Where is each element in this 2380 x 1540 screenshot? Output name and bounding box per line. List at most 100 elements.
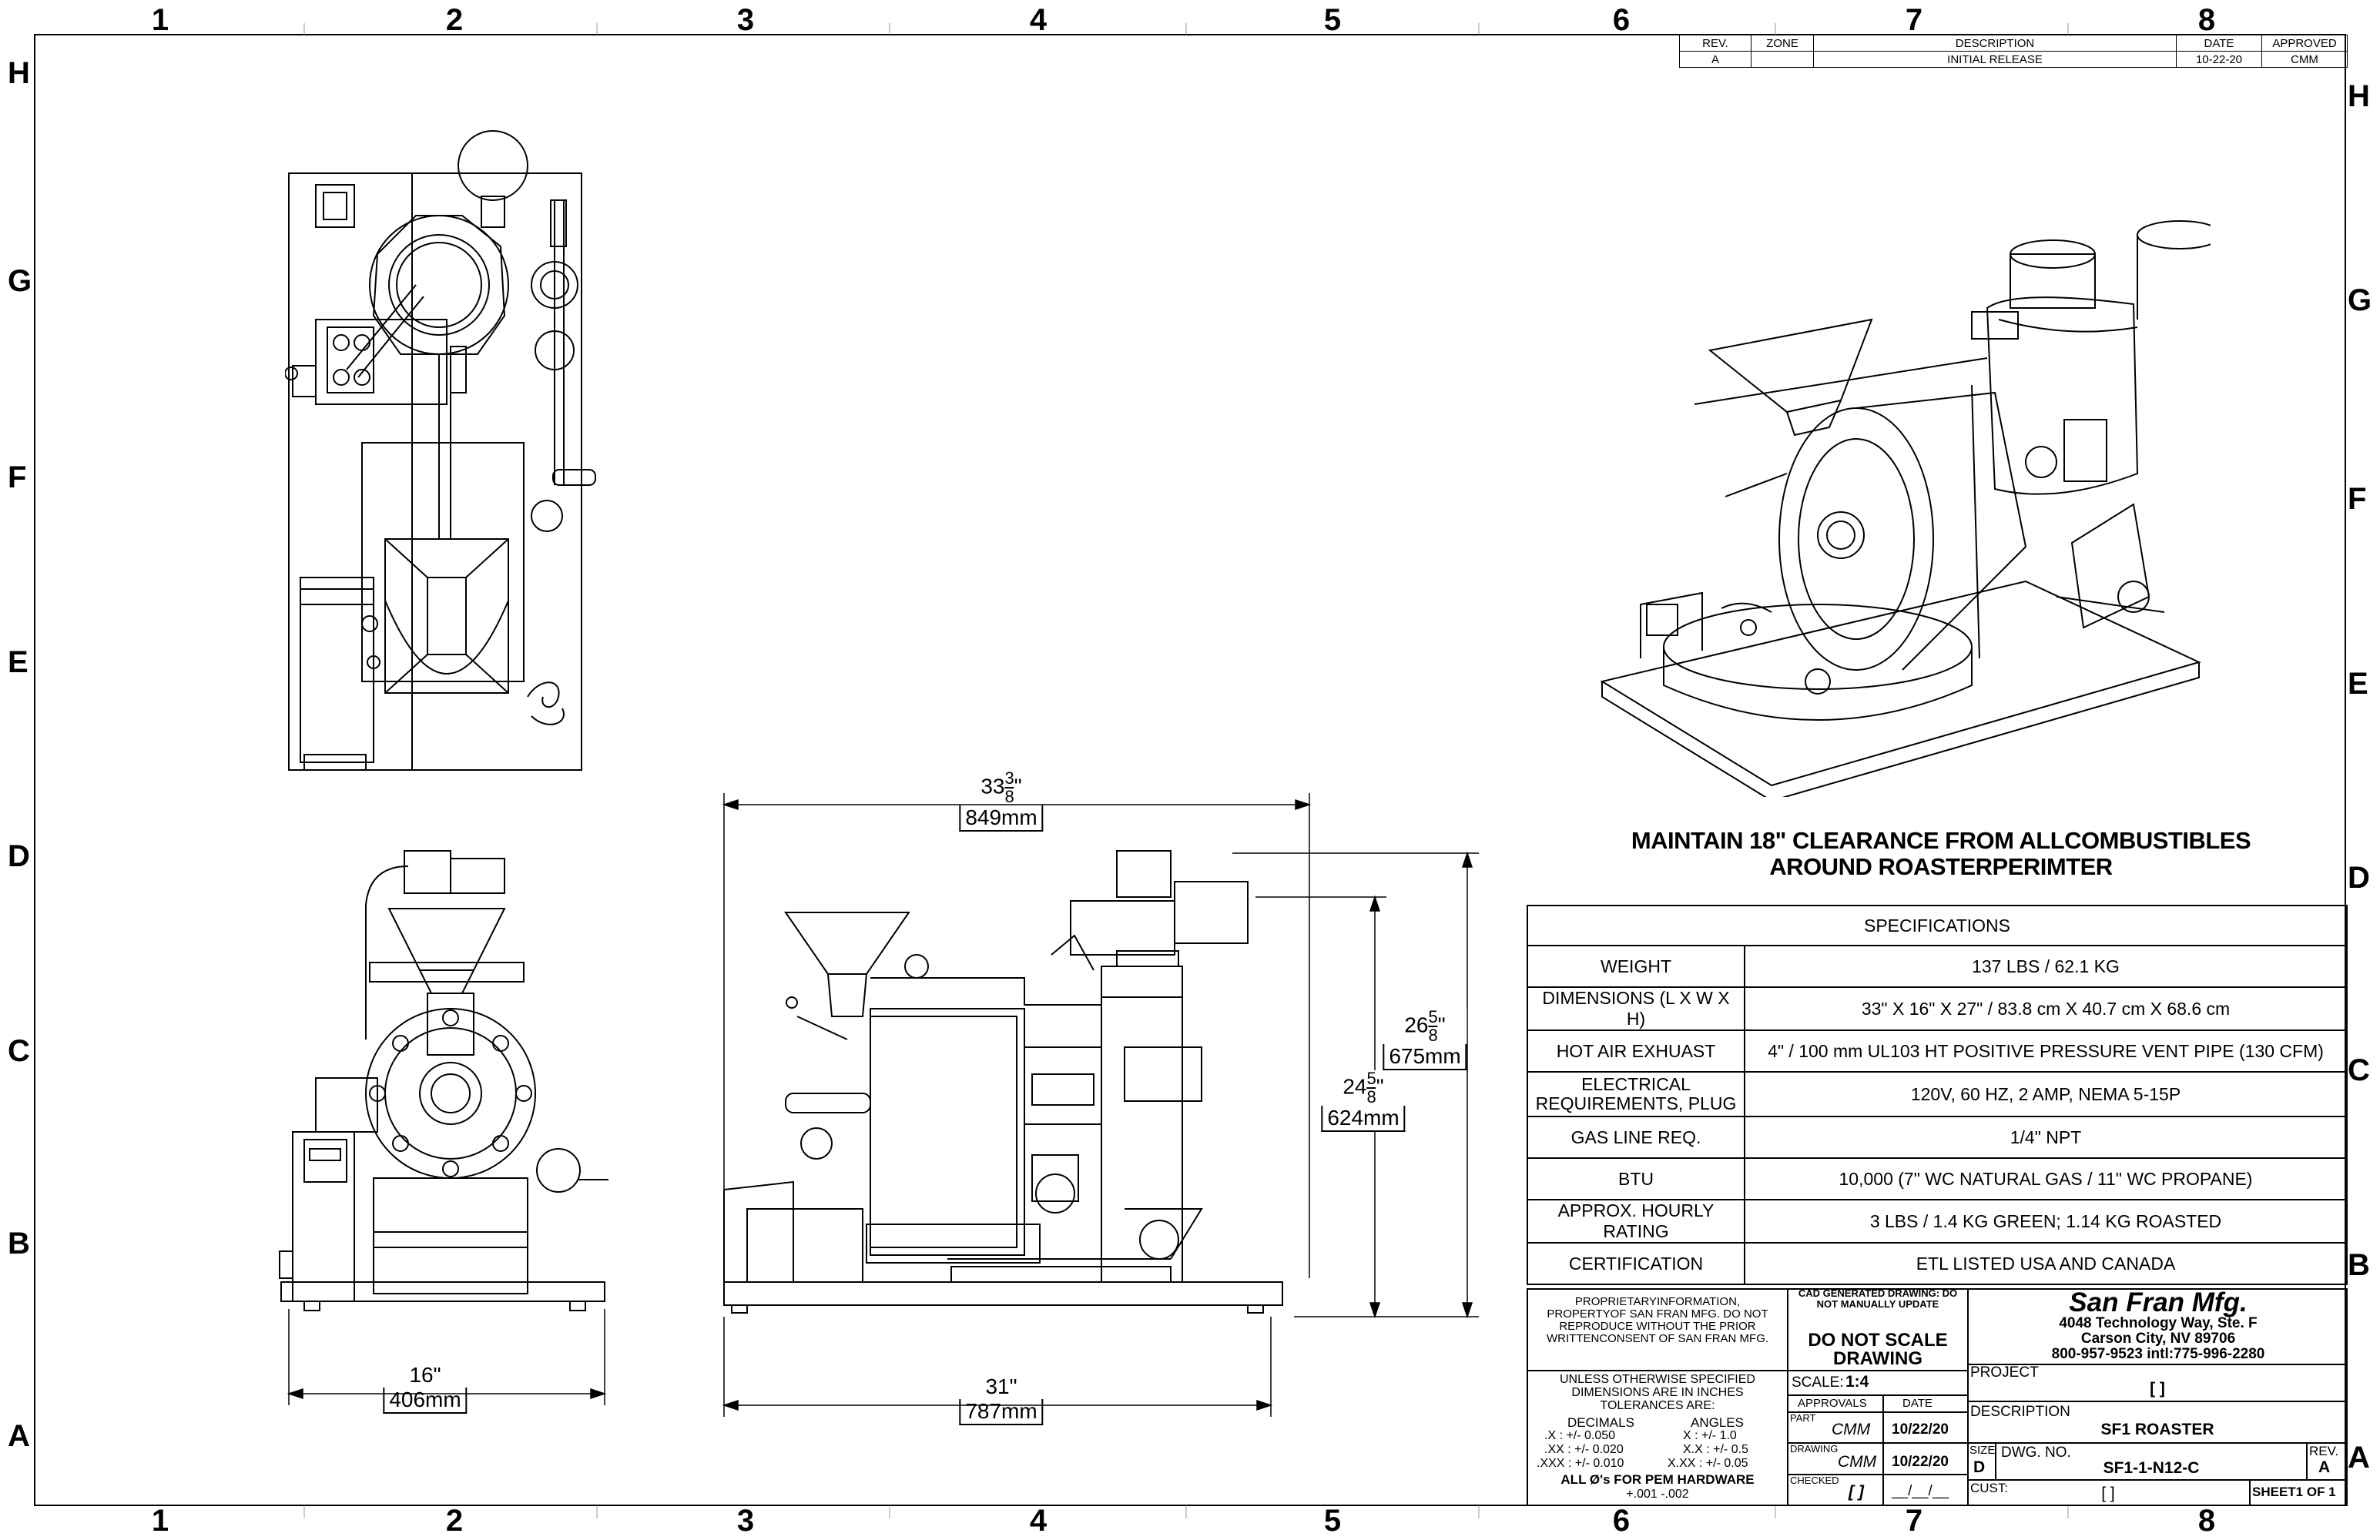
overall-length-mm: 849mm (959, 805, 1044, 832)
company-name: San Fran Mfg. (2069, 1287, 2248, 1317)
spec-value: 1/4" NPT (1744, 1116, 2348, 1159)
height-total-unit: " (1437, 1013, 1446, 1037)
spec-value: 3 LBS / 1.4 KG GREEN; 1.14 KG ROASTED (1744, 1199, 2348, 1244)
zone-row-h: H (8, 56, 30, 90)
width-mm: 406mm (383, 1388, 468, 1414)
zone-row-a: A (8, 1419, 30, 1453)
company-address1: 4048 Technology Way, Ste. F (2059, 1315, 2258, 1331)
decimals-label: DECIMALS (1567, 1415, 1634, 1430)
height-total-mm: 675mm (1383, 1044, 1467, 1070)
do-not-scale: DO NOT SCALE DRAWING (1808, 1330, 1948, 1369)
length-dimension: 31" 787mm (959, 1374, 1044, 1425)
spec-row: GAS LINE REQ.1/4" NPT (1527, 1116, 2348, 1159)
tolerance-angle-1: X : +/- 1.0 (1683, 1429, 1737, 1442)
tolerance-decimal-1: .X : +/- 0.050 (1544, 1429, 1616, 1442)
date-divider (1882, 1394, 1884, 1506)
width-dimension: 16" 406mm (383, 1363, 468, 1414)
spec-value: 10,000 (7" WC NATURAL GAS / 11" WC PROPA… (1744, 1157, 2348, 1200)
spec-label: CERTIFICATION (1527, 1242, 1745, 1285)
revision-date: 10-22-20 (2176, 51, 2262, 68)
zone-row-e: E (8, 645, 28, 679)
zone-col-6-bottom: 6 (1612, 1504, 1631, 1538)
project-value: [ ] (2150, 1380, 2165, 1398)
cad-note: CAD GENERATED DRAWING: DO NOT MANUALLY U… (1798, 1287, 1958, 1310)
zone-col-3: 3 (736, 3, 755, 37)
scale-label: SCALE: (1792, 1374, 1844, 1391)
zone-col-4-bottom: 4 (1029, 1504, 1048, 1538)
spec-label: GAS LINE REQ. (1527, 1116, 1745, 1159)
zone-row-g: G (8, 264, 32, 298)
spec-value: 120V, 60 HZ, 2 AMP, NEMA 5-15P (1744, 1071, 2348, 1117)
size-value: D (1973, 1458, 1986, 1476)
zone-col-1-bottom: 1 (151, 1504, 169, 1538)
part-label: PART (1790, 1412, 1816, 1424)
tolerance-decimal-2: .XX : +/- 0.020 (1544, 1443, 1624, 1456)
dwg-value: SF1-1-N12-C (2103, 1459, 2200, 1477)
description-label: DESCRIPTION (1970, 1404, 2070, 1420)
height-body-den: 8 (1366, 1087, 1376, 1106)
width-inches: 16" (409, 1363, 441, 1387)
revision-approved: CMM (2261, 51, 2348, 68)
part-date: 10/22/20 (1892, 1421, 1949, 1438)
spec-row: DIMENSIONS (L X W X H)33" X 16" X 27" / … (1527, 986, 2348, 1031)
spec-label: HOT AIR EXHUAST (1527, 1029, 1745, 1073)
checked-label: CHECKED (1790, 1475, 1839, 1486)
description-value: SF1 ROASTER (2100, 1421, 2214, 1438)
specifications-title: SPECIFICATIONS (1527, 905, 2348, 946)
date-col-header: DATE (2176, 35, 2262, 52)
company-address2: Carson City, NV 89706 (2080, 1331, 2236, 1347)
spec-value: 137 LBS / 62.1 KG (1744, 945, 2348, 988)
zone-col-2-bottom: 2 (445, 1504, 464, 1538)
spec-label: BTU (1527, 1157, 1745, 1200)
zone-col-5: 5 (1323, 3, 1342, 37)
revision-table-header: REV. ZONE DESCRIPTION DATE APPROVED (1679, 35, 2348, 52)
height-body-mm: 624mm (1321, 1106, 1406, 1132)
angles-label: ANGLES (1691, 1415, 1744, 1430)
zone-row-c-right: C (2348, 1053, 2370, 1087)
revision-table: REV. ZONE DESCRIPTION DATE APPROVED A IN… (1679, 35, 2348, 68)
revision-rev: A (1679, 51, 1751, 68)
spec-label: ELECTRICAL REQUIREMENTS, PLUG (1527, 1071, 1745, 1117)
size-label: SIZE (1969, 1444, 1996, 1457)
sheet-cell (2249, 1479, 2348, 1506)
zone-col-1: 1 (151, 3, 169, 37)
spec-value: 33" X 16" X 27" / 83.8 cm X 40.7 cm X 68… (1744, 986, 2348, 1031)
approvals-label: APPROVALS (1798, 1397, 1867, 1410)
clearance-notice: MAINTAIN 18" CLEARANCE FROM ALLCOMBUSTIB… (1556, 828, 2326, 880)
part-by: CMM (1832, 1421, 1871, 1438)
tolerance-decimal-3: .XXX : +/- 0.010 (1537, 1457, 1624, 1470)
zone-col-8: 8 (2197, 3, 2216, 37)
drawing-date: 10/22/20 (1892, 1454, 1949, 1470)
zone-col-7: 7 (1905, 3, 1923, 37)
zone-row-d-right: D (2348, 861, 2370, 895)
zone-row-c: C (8, 1034, 30, 1068)
overall-length-den: 8 (1004, 787, 1014, 806)
height-body-unit: " (1376, 1074, 1384, 1099)
tolerance-angle-3: X.XX : +/- 0.05 (1668, 1457, 1748, 1470)
proprietary-note: PROPRIETARYINFORMATION, PROPERTYOF SAN F… (1546, 1295, 1769, 1345)
spec-label: DIMENSIONS (L X W X H) (1527, 986, 1745, 1031)
zone-col-6: 6 (1612, 3, 1631, 37)
zone-row-f-right: F (2348, 482, 2367, 516)
checked-date: __/__/__ (1892, 1483, 1949, 1499)
spec-label: APPROX. HOURLY RATING (1527, 1199, 1745, 1244)
tolerance-angle-2: X.X : +/- 0.5 (1683, 1443, 1748, 1456)
overall-length-unit: " (1014, 774, 1022, 798)
zone-col-4: 4 (1029, 3, 1048, 37)
spec-label: WEIGHT (1527, 945, 1745, 988)
tolerance-note: UNLESS OTHERWISE SPECIFIED DIMENSIONS AR… (1560, 1373, 1755, 1412)
date-label: DATE (1902, 1397, 1932, 1410)
